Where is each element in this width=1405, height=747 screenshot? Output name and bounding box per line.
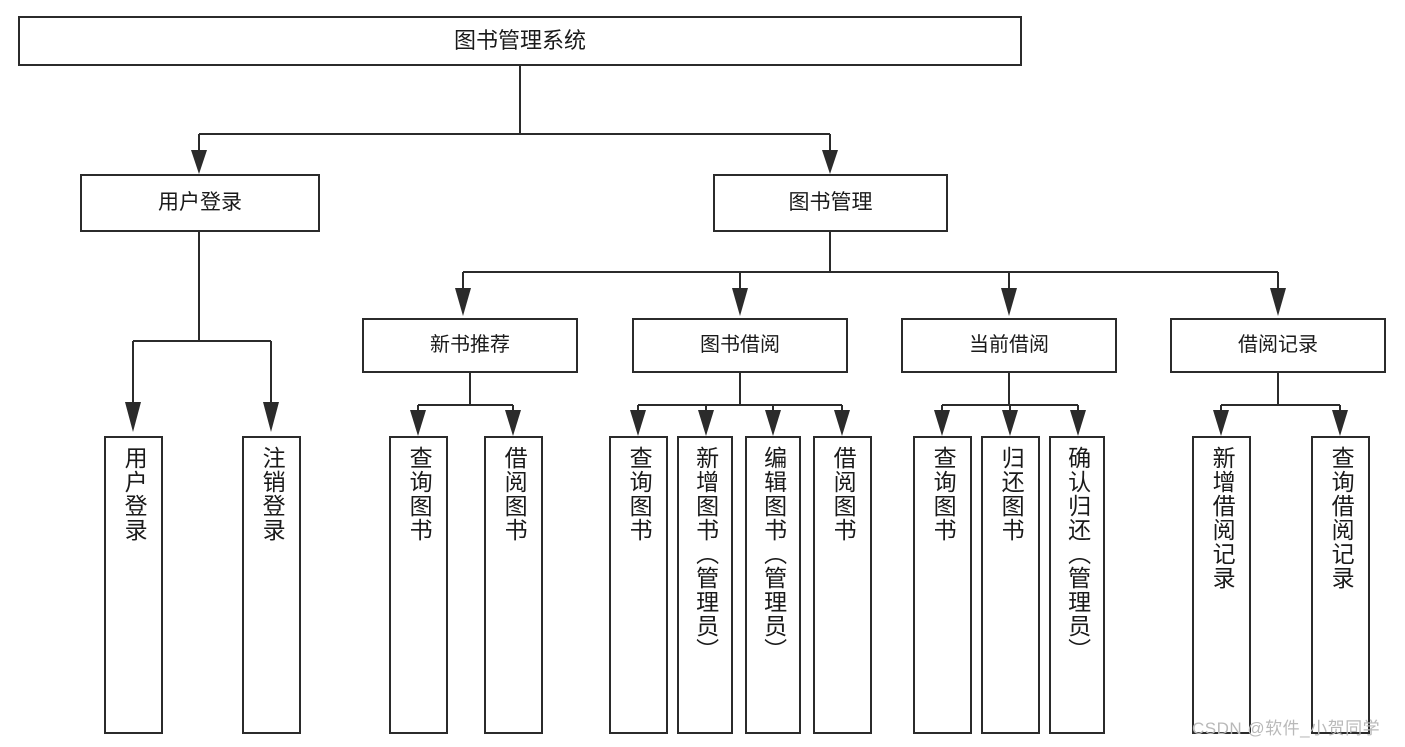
leaf-user-login-logout[interactable]: 注销登录	[242, 436, 301, 734]
arrowhead-borrow-leaf-3	[765, 410, 781, 436]
leaf-new-book-borrow-book[interactable]: 借阅图书	[484, 436, 543, 734]
node-book-management[interactable]: 图书管理	[713, 174, 948, 232]
arrowhead-record-leaf-2	[1332, 410, 1348, 436]
leaf-label: 查询借阅记录	[1328, 446, 1355, 590]
arrowhead-book-borrow	[732, 288, 748, 316]
arrowhead-newbook-leaf-2	[505, 410, 521, 436]
arrowhead-borrow-record	[1270, 288, 1286, 316]
node-borrow-record-label: 借阅记录	[1238, 333, 1318, 356]
node-book-management-label: 图书管理	[788, 190, 873, 214]
leaf-label: 借阅图书	[501, 446, 528, 542]
leaf-label: 用户登录	[121, 446, 148, 542]
arrowhead-current-leaf-3	[1070, 410, 1086, 436]
arrowhead-borrow-leaf-2	[698, 410, 714, 436]
node-borrow-record[interactable]: 借阅记录	[1170, 318, 1386, 373]
leaf-book-borrow-borrow-book[interactable]: 借阅图书	[813, 436, 872, 734]
leaf-label: 查询图书	[930, 446, 957, 542]
node-new-book-recommend-label: 新书推荐	[430, 333, 510, 356]
arrowhead-login-leaf-2	[263, 402, 279, 432]
leaf-book-borrow-edit-book-admin[interactable]: 编辑图书（管理员）	[745, 436, 801, 734]
node-root-book-management-system[interactable]: 图书管理系统	[18, 16, 1022, 66]
leaf-book-borrow-query-book[interactable]: 查询图书	[609, 436, 668, 734]
leaf-label: 编辑图书（管理员）	[760, 446, 787, 662]
leaf-borrow-record-query-record[interactable]: 查询借阅记录	[1311, 436, 1370, 734]
arrowhead-newbook-leaf-1	[410, 410, 426, 436]
arrowhead-borrow-leaf-1	[630, 410, 646, 436]
leaf-label: 归还图书	[998, 446, 1025, 542]
leaf-label: 查询图书	[626, 446, 653, 542]
leaf-label: 借阅图书	[830, 446, 857, 542]
leaf-borrow-record-add-record[interactable]: 新增借阅记录	[1192, 436, 1251, 734]
node-book-borrow-label: 图书借阅	[700, 333, 780, 356]
node-book-borrow[interactable]: 图书借阅	[632, 318, 848, 373]
arrowhead-current-leaf-2	[1002, 410, 1018, 436]
arrowhead-current-borrow	[1001, 288, 1017, 316]
leaf-new-book-query-book[interactable]: 查询图书	[389, 436, 448, 734]
arrowhead-borrow-leaf-4	[834, 410, 850, 436]
leaf-user-login-login[interactable]: 用户登录	[104, 436, 163, 734]
leaf-current-borrow-query-book[interactable]: 查询图书	[913, 436, 972, 734]
arrowhead-book-manage	[822, 150, 838, 174]
csdn-watermark: CSDN @软件_小贺同学	[1192, 719, 1381, 738]
leaf-current-borrow-return-book[interactable]: 归还图书	[981, 436, 1040, 734]
node-user-login[interactable]: 用户登录	[80, 174, 320, 232]
leaf-book-borrow-add-book-admin[interactable]: 新增图书（管理员）	[677, 436, 733, 734]
leaf-label: 新增借阅记录	[1209, 446, 1236, 590]
leaf-current-borrow-confirm-return-admin[interactable]: 确认归还（管理员）	[1049, 436, 1105, 734]
arrowhead-record-leaf-1	[1213, 410, 1229, 436]
node-new-book-recommend[interactable]: 新书推荐	[362, 318, 578, 373]
node-current-borrow-label: 当前借阅	[969, 333, 1049, 356]
node-root-label: 图书管理系统	[453, 28, 586, 54]
node-user-login-label: 用户登录	[158, 190, 242, 214]
node-current-borrow[interactable]: 当前借阅	[901, 318, 1117, 373]
arrowhead-new-book	[455, 288, 471, 316]
leaf-label: 注销登录	[259, 446, 286, 542]
leaf-label: 查询图书	[406, 446, 433, 542]
leaf-label: 新增图书（管理员）	[692, 446, 719, 662]
arrowhead-user-login	[191, 150, 207, 174]
arrowhead-current-leaf-1	[934, 410, 950, 436]
arrowhead-login-leaf-1	[125, 402, 141, 432]
leaf-label: 确认归还（管理员）	[1064, 446, 1091, 662]
